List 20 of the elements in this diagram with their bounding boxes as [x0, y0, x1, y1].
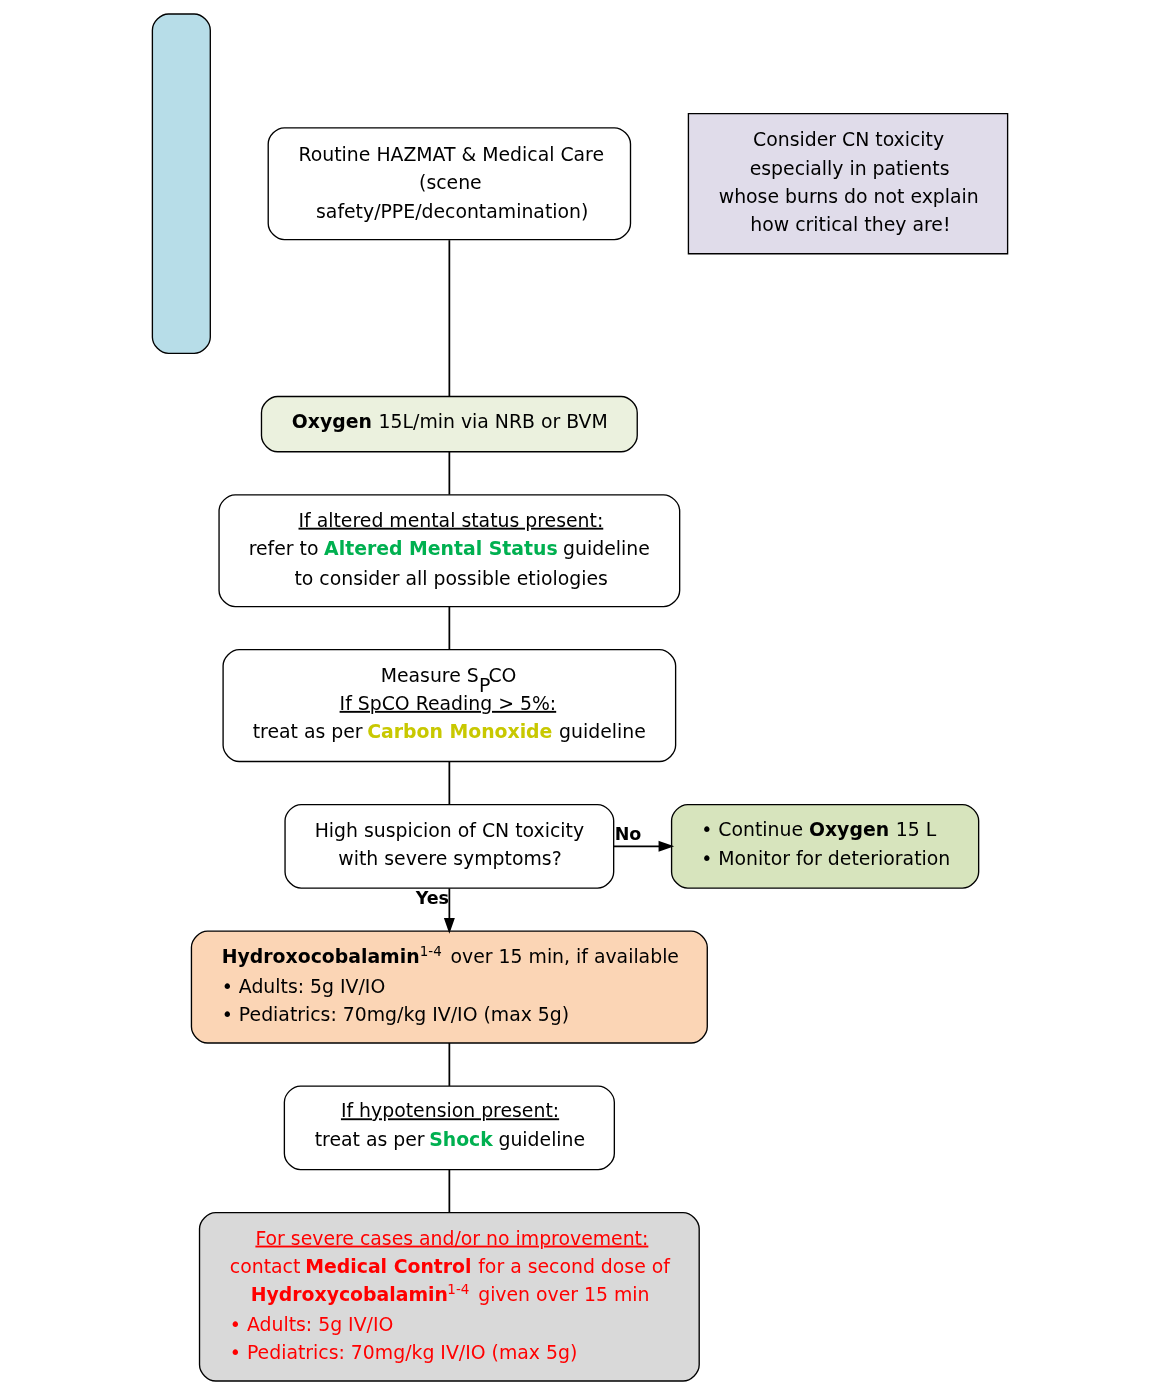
edge-label: No	[614, 824, 641, 845]
node-box: High suspicion of CN toxicity with severe symptoms?	[283, 803, 614, 889]
node-box	[151, 13, 211, 355]
node-box: Hydroxocobalamin$^{1-4}$ over 15 min, if available • Adults: 5g IV/IO • Pediatrics: 70mg/kg IV/IO (max 5g)	[190, 930, 708, 1044]
node-box: Oxygen 15L/min via NRB or BVM	[260, 395, 638, 453]
connector	[448, 239, 450, 398]
connector	[448, 450, 450, 496]
connector	[448, 760, 450, 806]
node-box: Routine HAZMAT & Medical Care (scene safety/PPE/decontamination)	[267, 127, 631, 241]
arrow	[443, 887, 455, 934]
arrow	[612, 840, 674, 852]
node-box: If altered mental status present: refer to Altered Mental Status guideline to consider all possible etiologies	[217, 494, 680, 608]
connector	[448, 1042, 450, 1087]
node-box: For severe cases and/or no improvement: contact Medical Control for a second dose of Hydroxycobalamin$^{1-4}$ given over 15 min • Adults: 5g IV/IO • Pediatrics: 70mg/kg IV/IO (max 5g)	[198, 1212, 700, 1382]
connector	[448, 606, 450, 651]
node-box: If hypotension present: treat as per Shock guideline	[283, 1085, 615, 1171]
node-box: Consider CN toxicity especially in patients whose burns do not explain how critical they are!	[687, 113, 1008, 255]
node-box: • Continue Oxygen 15 L • Monitor for deterioration	[670, 803, 979, 889]
edge-label: Yes	[415, 887, 449, 908]
connector	[448, 1168, 450, 1214]
